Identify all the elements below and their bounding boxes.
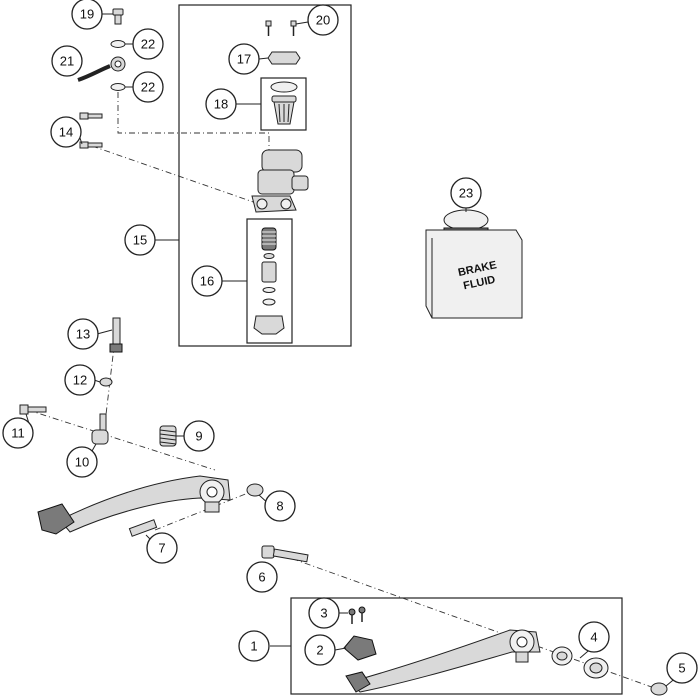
brake-pedal-assembly-box <box>290 597 623 695</box>
master-cylinder-assembly-box <box>178 4 352 347</box>
svg-text:11: 11 <box>11 426 25 441</box>
callout-23: 23 <box>450 177 482 209</box>
callout-14: 14 <box>50 116 82 148</box>
cover-screw-part <box>265 20 297 36</box>
seal-washer-part-upper <box>110 40 126 48</box>
seal-washer-part-lower <box>110 83 126 91</box>
svg-text:14: 14 <box>59 125 73 140</box>
svg-text:8: 8 <box>276 499 283 514</box>
svg-text:3: 3 <box>320 606 327 621</box>
svg-text:15: 15 <box>133 233 147 248</box>
svg-text:12: 12 <box>73 373 87 388</box>
svg-text:1: 1 <box>250 639 257 654</box>
lock-nut-part <box>99 377 113 387</box>
svg-text:6: 6 <box>258 570 265 585</box>
pin-part <box>128 519 158 537</box>
callout-7: 7 <box>146 532 178 564</box>
leader-20 <box>295 21 309 25</box>
brake-pedal-part <box>37 475 231 535</box>
svg-text:22: 22 <box>141 37 155 52</box>
centerline-hose-21 <box>117 92 270 155</box>
mounting-bolt-part <box>79 112 103 149</box>
brake-pedal-assembly-part <box>345 629 541 693</box>
svg-text:21: 21 <box>60 54 74 69</box>
leader-13 <box>96 329 113 335</box>
clevis-part <box>91 413 109 445</box>
leader-17 <box>258 57 269 60</box>
svg-text:4: 4 <box>590 630 597 645</box>
callout-5: 5 <box>666 652 698 684</box>
callout-13: 13 <box>67 318 99 350</box>
callout-18: 18 <box>205 88 237 120</box>
callout-16: 16 <box>191 265 223 297</box>
bushing-part <box>246 483 264 497</box>
svg-text:7: 7 <box>158 541 165 556</box>
callout-22-lower: 22 <box>132 71 164 103</box>
reservoir-cover-part <box>267 51 301 65</box>
return-spring-part <box>159 425 177 447</box>
svg-text:22: 22 <box>141 80 155 95</box>
svg-text:9: 9 <box>195 429 202 444</box>
callout-10: 10 <box>66 446 98 478</box>
brake-hose-part <box>77 56 126 82</box>
master-cylinder-part <box>251 149 309 213</box>
centerline-bolt-6 <box>267 549 661 691</box>
step-plate-screws-part <box>348 606 366 624</box>
callout-15: 15 <box>124 224 156 256</box>
svg-text:20: 20 <box>316 13 330 28</box>
callout-2: 2 <box>304 634 336 666</box>
svg-text:17: 17 <box>237 52 251 67</box>
svg-text:13: 13 <box>76 327 90 342</box>
reservoir-cap-part <box>270 81 298 125</box>
svg-text:10: 10 <box>75 455 89 470</box>
callout-12: 12 <box>64 364 96 396</box>
callout-3: 3 <box>308 597 340 629</box>
centerline-pin-7 <box>154 492 249 531</box>
callout-6: 6 <box>246 561 278 593</box>
svg-text:19: 19 <box>80 7 94 22</box>
svg-text:16: 16 <box>200 274 214 289</box>
callout-21: 21 <box>51 45 83 77</box>
callout-17: 17 <box>228 43 260 75</box>
pushrod-part <box>109 317 123 353</box>
callout-9: 9 <box>183 420 215 452</box>
svg-text:5: 5 <box>678 661 685 676</box>
pivot-bolt-part <box>19 404 47 415</box>
repair-kit-part <box>253 227 285 335</box>
callout-8: 8 <box>264 490 296 522</box>
svg-text:18: 18 <box>214 97 228 112</box>
nut-part <box>650 682 668 696</box>
pedal-bolt-part <box>261 545 309 563</box>
bearing-part <box>551 646 609 679</box>
leader-2 <box>334 647 347 651</box>
svg-text:23: 23 <box>459 186 473 201</box>
callout-4: 4 <box>578 621 610 653</box>
callout-11: 11 <box>2 417 34 449</box>
callout-20: 20 <box>307 4 339 36</box>
callout-1: 1 <box>238 630 270 662</box>
step-plate-part <box>343 635 377 661</box>
callout-19: 19 <box>71 0 103 30</box>
svg-text:2: 2 <box>316 643 323 658</box>
centerline-bolt-14 <box>91 145 263 206</box>
callout-22-upper: 22 <box>132 28 164 60</box>
banjo-bolt-part <box>112 8 124 25</box>
brake-fluid-bottle-part: BRAKE FLUID <box>425 209 523 319</box>
